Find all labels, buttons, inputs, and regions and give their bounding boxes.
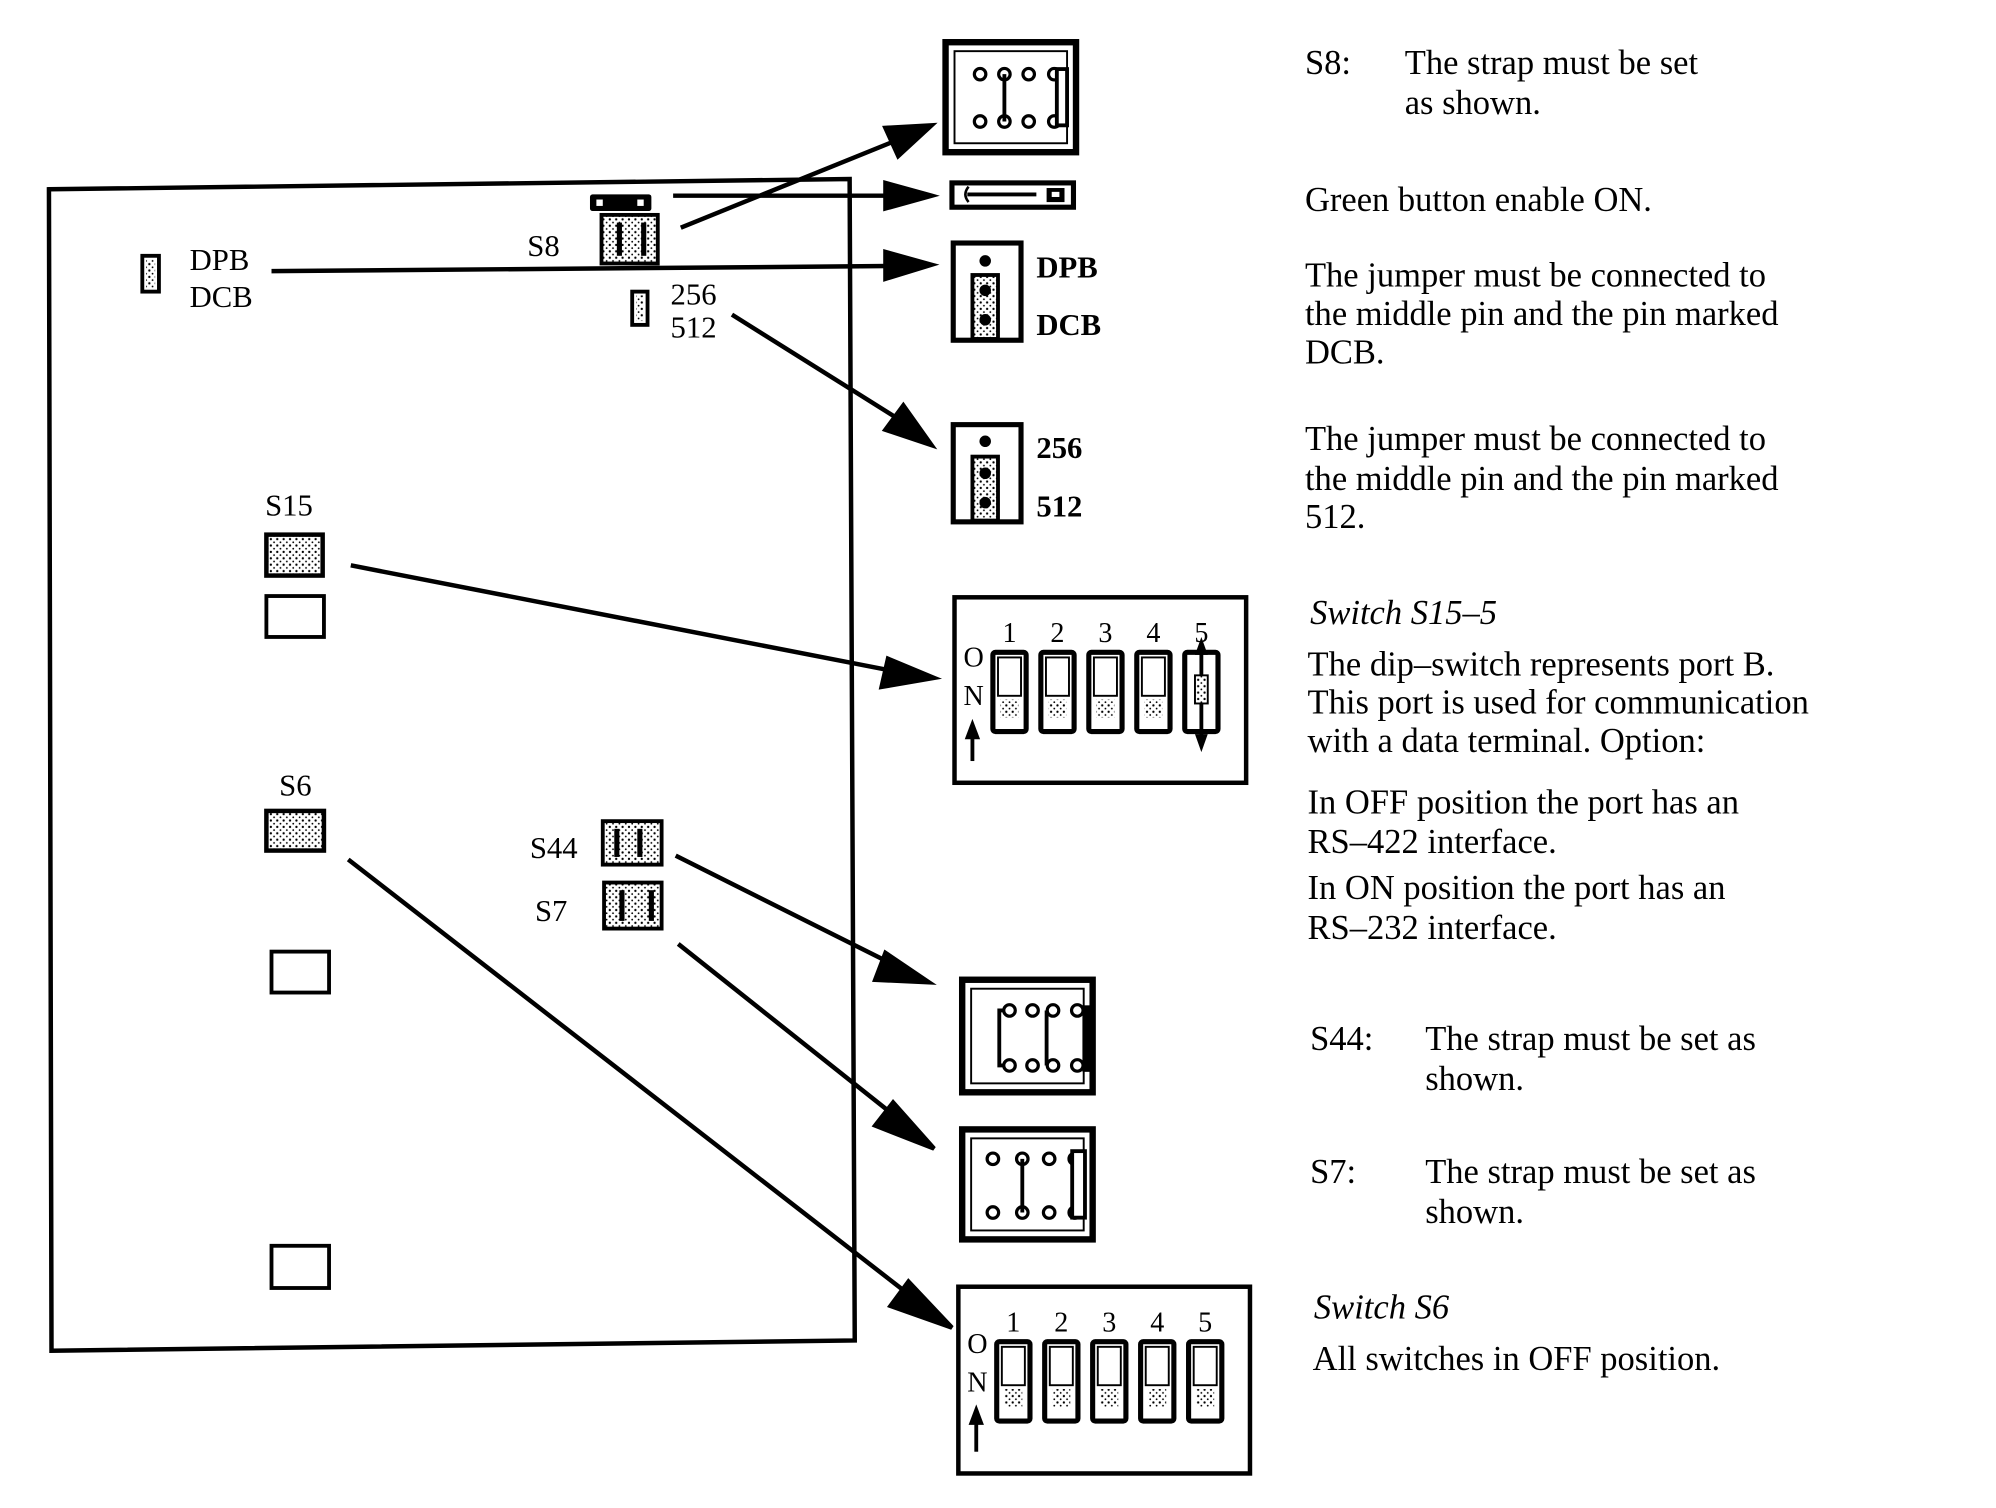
s15-switch-3[interactable]: 3 (1086, 618, 1125, 735)
board-outline (46, 176, 857, 1353)
s6-switch-number: 4 (1150, 1307, 1164, 1338)
s6-switch-number: 5 (1198, 1307, 1212, 1338)
s15-desc-off-line2: RS–422 interface. (1308, 823, 1557, 861)
s15-switch-5[interactable]: 5 (1182, 618, 1221, 753)
board-label-dpb: DPB (190, 243, 250, 277)
s8-desc-tag: S8: (1305, 44, 1351, 82)
board-label-s15: S15 (265, 488, 313, 522)
descriptions: S8: The strap must be set as shown. Gree… (1305, 44, 1809, 1378)
arrow-s44 (674, 853, 937, 985)
s6-dip-switch-detail: O N 1 2 3 4 5 (956, 1284, 1253, 1476)
board-label-s7: S7 (535, 894, 567, 928)
board-green-button-strap[interactable] (589, 194, 652, 212)
s6-switch-5[interactable]: 5 (1186, 1307, 1225, 1424)
board-label-256: 256 (671, 277, 717, 311)
green-button-strap-detail (949, 180, 1077, 210)
s44-strap-detail (958, 976, 1096, 1096)
s15-desc-on-line2: RS–232 interface. (1308, 909, 1557, 947)
s15-switch-number: 1 (1002, 618, 1016, 649)
board-empty-socket (269, 1243, 331, 1290)
s15-switch-4[interactable]: 4 (1134, 618, 1173, 735)
mem-jumper-detail: 256 512 (950, 422, 1082, 525)
board-label-s6: S6 (279, 769, 311, 803)
mem-desc-line1: The jumper must be connected to (1305, 420, 1766, 458)
board-s44-strap[interactable] (600, 819, 664, 867)
board-label-s8: S8 (527, 229, 559, 263)
board-s7-strap[interactable] (602, 880, 664, 931)
s15-up-arrow-icon (1194, 636, 1208, 655)
s6-switch-number: 1 (1006, 1307, 1020, 1338)
s15-switch-number: 5 (1194, 618, 1208, 649)
circuit-board: DPB DCB S8 256 512 S15 S6 (46, 176, 857, 1353)
s7-desc-line1: The strap must be set as (1425, 1153, 1756, 1191)
s7-desc-line2: shown. (1425, 1193, 1524, 1231)
s15-desc-line2: This port is used for communication (1308, 684, 1809, 722)
s8-desc-line2: as shown. (1405, 84, 1541, 122)
s15-desc-line1: The dip–switch represents port B. (1308, 645, 1775, 683)
s15-switch-2[interactable]: 2 (1038, 618, 1077, 735)
board-s15-switch[interactable] (264, 532, 325, 578)
s6-on-label-o: O (967, 1329, 987, 1360)
s15-desc-line3: with a data terminal. Option: (1308, 722, 1706, 760)
board-empty-socket (269, 949, 331, 995)
dpb-jumper-detail: DPB DCB (950, 240, 1101, 343)
s44-desc-tag: S44: (1310, 1020, 1373, 1058)
s6-desc-line1: All switches in OFF position. (1313, 1340, 1721, 1378)
s6-switch-3[interactable]: 3 (1090, 1307, 1129, 1424)
arrow-s8 (679, 122, 938, 230)
mem-detail-label-top: 256 (1036, 431, 1082, 465)
s15-desc-title: Switch S15–5 (1310, 594, 1497, 632)
s6-switch-2[interactable]: 2 (1042, 1307, 1081, 1424)
board-s8-strap[interactable] (599, 212, 660, 266)
dpb-desc-line2: the middle pin and the pin marked (1305, 295, 1779, 333)
dpb-desc-line1: The jumper must be connected to (1305, 257, 1766, 295)
s6-switch-number: 2 (1054, 1307, 1068, 1338)
board-s6-switch[interactable] (264, 808, 327, 853)
s7-desc-tag: S7: (1310, 1153, 1356, 1191)
s6-desc-title: Switch S6 (1314, 1289, 1450, 1327)
s15-on-label-o: O (963, 642, 983, 673)
dpb-detail-label-bottom: DCB (1036, 308, 1101, 342)
mem-desc-line2: the middle pin and the pin marked (1305, 460, 1779, 498)
s8-desc-line1: The strap must be set (1405, 44, 1699, 82)
s44-desc-line1: The strap must be set as (1425, 1020, 1756, 1058)
arrow-256-512 (730, 312, 938, 450)
board-label-dcb: DCB (190, 280, 253, 314)
board-label-s44: S44 (530, 831, 578, 865)
s15-switch-number: 2 (1050, 618, 1064, 649)
s7-strap-detail (958, 1126, 1096, 1243)
s15-on-direction-arrow-icon (964, 718, 981, 762)
s6-switch-4[interactable]: 4 (1138, 1307, 1177, 1424)
board-label-512: 512 (671, 311, 717, 345)
dpb-detail-label-top: DPB (1036, 251, 1097, 285)
board-empty-socket (264, 594, 326, 639)
s6-switch-number: 3 (1102, 1307, 1116, 1338)
arrow-s15 (350, 563, 943, 690)
board-jumper-256-512[interactable] (630, 289, 650, 327)
s15-switch-number: 3 (1098, 618, 1112, 649)
s6-on-label-n: N (967, 1368, 987, 1399)
s6-on-direction-arrow-icon (968, 1404, 984, 1452)
s15-desc-off-line1: In OFF position the port has an (1308, 783, 1739, 821)
s15-down-arrow-icon (1194, 734, 1208, 753)
s44-desc-line2: shown. (1425, 1060, 1524, 1098)
s15-switch-1[interactable]: 1 (990, 618, 1029, 735)
arrow-dpb (271, 249, 940, 282)
mem-desc-line3: 512. (1305, 498, 1365, 536)
s15-switch-number: 4 (1146, 618, 1160, 649)
arrow-green-button (673, 179, 940, 212)
dpb-desc-line3: DCB. (1305, 333, 1385, 371)
arrow-s6 (346, 857, 954, 1330)
s15-desc-on-line1: In ON position the port has an (1308, 869, 1726, 907)
arrow-s7 (676, 942, 936, 1151)
s15-dip-switch-detail: O N 1 2 3 4 5 (952, 595, 1249, 786)
mem-detail-label-bottom: 512 (1036, 490, 1082, 524)
board-jumper-dpb[interactable] (140, 253, 161, 294)
green-button-desc: Green button enable ON. (1305, 181, 1652, 219)
callout-arrows (271, 122, 954, 1330)
s6-switch-1[interactable]: 1 (994, 1307, 1033, 1424)
s15-on-label-n: N (963, 681, 983, 712)
s8-strap-detail (942, 39, 1080, 156)
